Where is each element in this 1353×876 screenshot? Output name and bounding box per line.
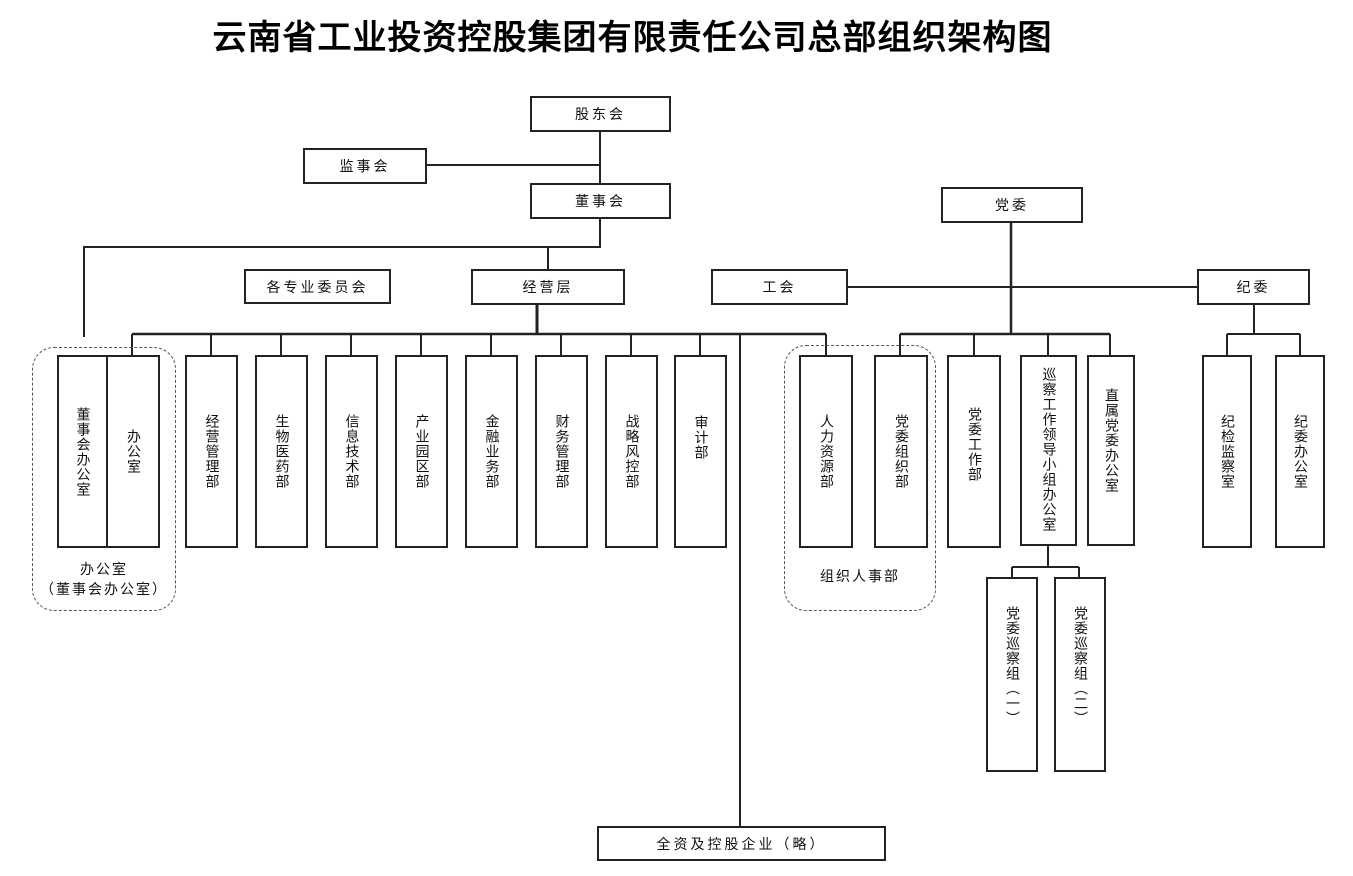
dept-box: 经营管理部 bbox=[185, 355, 238, 548]
party-committee-box: 党委 bbox=[941, 187, 1083, 223]
supervisors-box: 监事会 bbox=[303, 148, 427, 184]
dept-label: 审计部 bbox=[692, 415, 709, 460]
inspection-group-box: 党委巡察组（二） bbox=[1054, 577, 1106, 772]
discipline-committee-label: 纪委 bbox=[1236, 280, 1271, 296]
personnel-group-label: 组织人事部 bbox=[784, 567, 936, 587]
committees-label: 各专业委员会 bbox=[266, 279, 369, 296]
party-work-dept-box: 党委工作部 bbox=[947, 355, 1001, 548]
dept-label: 战略风控部 bbox=[623, 414, 640, 489]
office-box: 办公室 bbox=[106, 355, 160, 548]
discipline-office-box: 纪委办公室 bbox=[1275, 355, 1325, 548]
dept-box: 生物医药部 bbox=[255, 355, 308, 548]
dept-label: 金融业务部 bbox=[483, 414, 500, 489]
inspection-group-box: 党委巡察组（一） bbox=[986, 577, 1038, 772]
direct-party-office-box: 直属党委办公室 bbox=[1087, 355, 1135, 546]
inspection-group-label: 党委巡察组（二） bbox=[1072, 605, 1088, 726]
office-group-label-line2: （董事会办公室） bbox=[40, 582, 168, 598]
dept-box: 战略风控部 bbox=[605, 355, 658, 548]
board-office-label: 董事会办公室 bbox=[74, 406, 91, 497]
dept-box: 财务管理部 bbox=[535, 355, 588, 548]
board-office-box: 董事会办公室 bbox=[57, 355, 108, 548]
personnel-group-label-text: 组织人事部 bbox=[820, 569, 900, 585]
party-committee-label: 党委 bbox=[995, 198, 1029, 214]
dept-box: 产业园区部 bbox=[395, 355, 448, 548]
dept-box: 金融业务部 bbox=[465, 355, 518, 548]
committees-box: 各专业委员会 bbox=[244, 269, 391, 304]
board-box: 董事会 bbox=[530, 183, 671, 219]
union-label: 工会 bbox=[762, 280, 797, 296]
office-group-label: 办公室 （董事会办公室） bbox=[32, 560, 176, 600]
office-label: 办公室 bbox=[125, 429, 141, 474]
management-box: 经营层 bbox=[471, 269, 625, 305]
discipline-inspection-box: 纪检监察室 bbox=[1202, 355, 1252, 548]
union-box: 工会 bbox=[711, 269, 848, 305]
discipline-office-label: 纪委办公室 bbox=[1292, 414, 1308, 489]
enterprises-box: 全资及控股企业（略） bbox=[597, 826, 886, 861]
dept-label: 生物医药部 bbox=[273, 414, 290, 489]
dept-box: 信息技术部 bbox=[325, 355, 378, 548]
board-label: 董事会 bbox=[575, 194, 626, 210]
enterprises-label: 全资及控股企业（略） bbox=[656, 836, 827, 853]
party-org-dept-label: 党委组织部 bbox=[893, 414, 909, 489]
dept-label: 财务管理部 bbox=[553, 414, 570, 489]
office-group-label-line1: 办公室 bbox=[80, 562, 128, 578]
party-org-dept-box: 党委组织部 bbox=[874, 355, 928, 548]
dept-label: 信息技术部 bbox=[343, 414, 360, 489]
inspection-group-label: 党委巡察组（一） bbox=[1004, 605, 1020, 726]
office-group-outline bbox=[32, 347, 176, 611]
connector-board-office bbox=[83, 218, 601, 337]
discipline-inspection-label: 纪检监察室 bbox=[1219, 414, 1235, 489]
party-work-dept-label: 党委工作部 bbox=[966, 407, 982, 482]
hr-dept-box: 人力资源部 bbox=[799, 355, 853, 548]
inspection-office-label: 巡察工作领导小组办公室 bbox=[1040, 367, 1057, 532]
dept-label: 经营管理部 bbox=[203, 414, 220, 489]
shareholders-label: 股东会 bbox=[575, 107, 626, 123]
chart-title: 云南省工业投资控股集团有限责任公司总部组织架构图 bbox=[212, 18, 1053, 58]
discipline-committee-box: 纪委 bbox=[1197, 269, 1310, 305]
personnel-group-outline bbox=[784, 345, 936, 611]
dept-label: 产业园区部 bbox=[413, 414, 430, 489]
supervisors-label: 监事会 bbox=[339, 159, 391, 175]
hr-dept-label: 人力资源部 bbox=[818, 414, 834, 489]
inspection-office-box: 巡察工作领导小组办公室 bbox=[1020, 355, 1077, 546]
management-label: 经营层 bbox=[522, 280, 574, 296]
dept-box: 审计部 bbox=[674, 355, 727, 548]
shareholders-box: 股东会 bbox=[530, 96, 671, 132]
direct-party-office-label: 直属党委办公室 bbox=[1103, 388, 1119, 493]
